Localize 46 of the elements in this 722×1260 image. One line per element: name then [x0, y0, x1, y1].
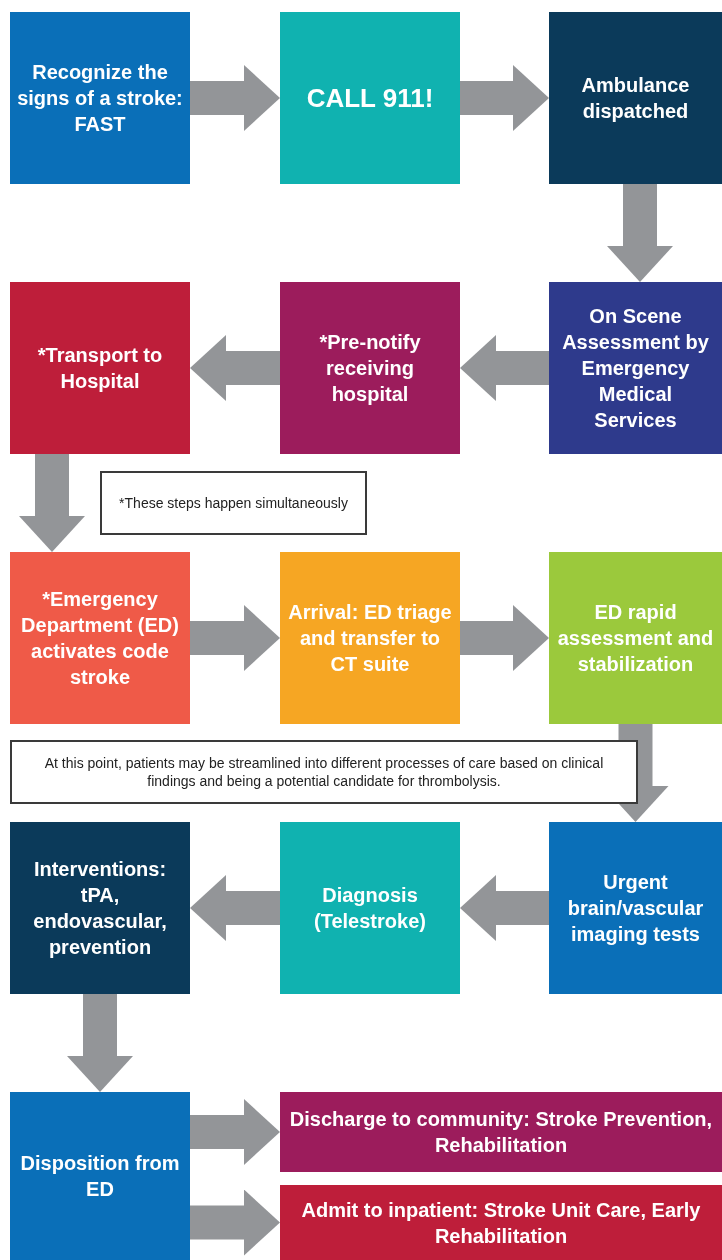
arrow: [190, 1189, 280, 1256]
process-box: [10, 282, 190, 454]
step-text: *These steps happen simultaneously: [119, 494, 348, 512]
note-box: [100, 471, 367, 535]
process-box: [280, 1092, 722, 1172]
step-text: CALL 911!: [306, 83, 434, 113]
step-text: *Emergency Department (ED) activates code stroke: [20, 587, 180, 690]
process-box: [549, 12, 722, 184]
process-box: [549, 822, 722, 994]
process-box: [10, 1092, 190, 1260]
arrow: [460, 875, 549, 941]
step-text: Arrival: ED triage and transfer to CT suite: [287, 600, 453, 677]
step-text: Ambulance dispatched: [580, 73, 691, 124]
process-box: [280, 822, 460, 994]
step-text: At this point, patients may be streamlined into different processes of care based on clinical findings and being a potential candidate for thrombolysis.: [43, 754, 605, 790]
process-box: [549, 552, 722, 724]
step-text: Admit to inpatient: Stroke Unit Care, Early Rehabilitation: [300, 1197, 702, 1249]
step-text: On Scene Assessment by Emergency Medical Services: [561, 304, 710, 433]
arrow: [607, 184, 673, 282]
process-box: [280, 552, 460, 724]
arrow: [190, 1099, 280, 1165]
step-text: *Pre-notify receiving hospital: [318, 330, 422, 407]
arrow: [190, 335, 280, 401]
process-box: [10, 12, 190, 184]
arrow: [190, 605, 280, 671]
arrow: [19, 454, 85, 552]
process-box: [280, 282, 460, 454]
arrow: [67, 994, 133, 1092]
step-text: *Transport to Hospital: [36, 343, 164, 394]
arrow: [190, 65, 280, 131]
step-text: Disposition from ED: [19, 1151, 181, 1202]
arrow: [460, 335, 549, 401]
step-text: Diagnosis (Telestroke): [313, 883, 427, 934]
note-box: [10, 740, 638, 804]
step-text: Urgent brain/vascular imaging tests: [566, 870, 705, 947]
process-box: [10, 552, 190, 724]
process-box: [280, 1185, 722, 1260]
step-text: Discharge to community: Stroke Prevention, Rehabilitation: [288, 1107, 714, 1158]
step-text: Interventions: tPA, endovascular, prevention: [32, 857, 168, 960]
arrow: [190, 875, 280, 941]
process-box: [10, 822, 190, 994]
process-box: [549, 282, 722, 454]
process-box: [280, 12, 460, 184]
step-text: Recognize the signs of a stroke: FAST: [16, 60, 184, 137]
arrow: [460, 65, 549, 131]
step-text: ED rapid assessment and stabilization: [556, 600, 715, 677]
